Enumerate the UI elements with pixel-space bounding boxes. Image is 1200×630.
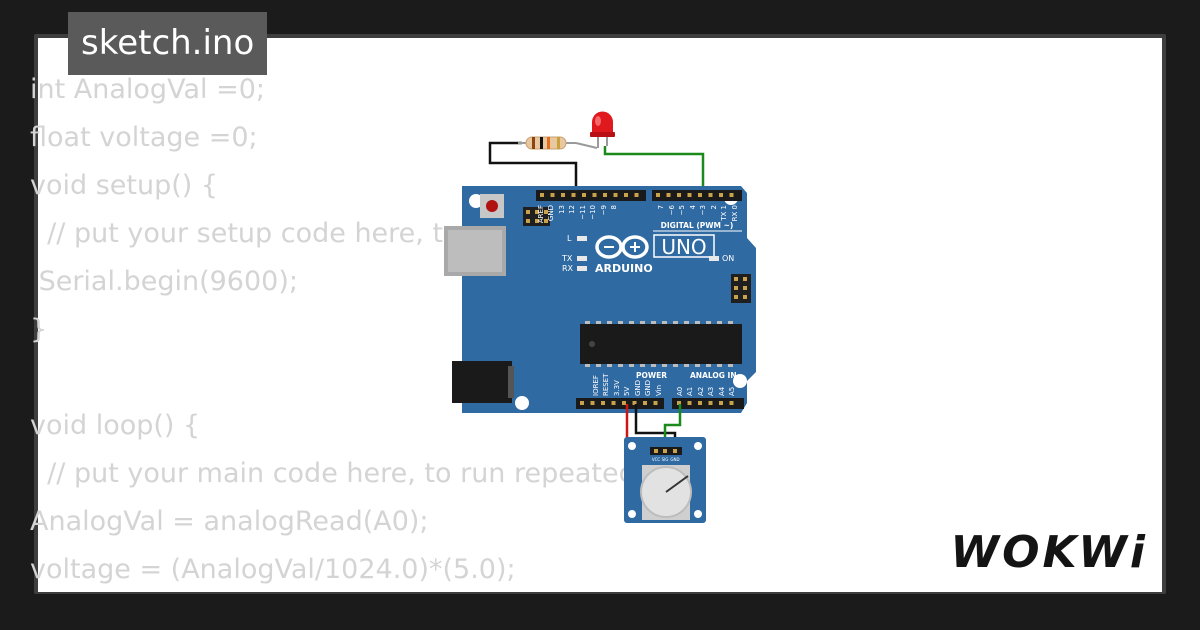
code-line: int AnalogVal =0; [30,74,265,105]
pin-label: ~9 [600,205,608,215]
analog-pin-label: A1 [686,387,694,396]
analog-pin-label: A3 [707,387,715,396]
analog-pin-label: A2 [697,387,705,396]
pin-label: 7 [657,205,665,209]
digital-header-right [652,190,742,201]
pin-label: 13 [558,205,566,214]
potentiometer[interactable]: VCC SIG GND [624,437,706,523]
digital-pwm-label: DIGITAL (PWM ~) [661,221,734,230]
power-label: POWER [636,371,667,380]
code-line: AnalogVal = analogRead(A0); [30,506,429,537]
microcontroller-chip [580,321,742,367]
code-line: float voltage =0; [30,122,258,153]
led-label-rx: RX [562,264,574,273]
board-model: UNO [661,235,706,259]
power-pin-label: RESET [602,373,610,396]
pin-label: ~6 [668,204,676,215]
pin-label: 8 [610,205,618,209]
code-line: } [30,314,48,345]
digital-header-left [536,190,646,201]
pin-label: ~3 [699,205,707,215]
pin-label: 2 [710,205,718,209]
pin-label: 12 [568,205,576,214]
pot-pin-gnd: GND [670,457,679,462]
pin-label: ~5 [678,205,686,215]
pin-label: AREF [537,205,545,223]
power-pin-label: GND [644,380,652,396]
pot-pin-sig: SIG [662,457,669,462]
on-label: ON [722,254,734,263]
pin-label: ~10 [589,205,597,220]
wire-black-gnd [488,141,578,194]
code-line: void setup() { [30,170,219,201]
power-pin-label: IOREF [592,375,600,396]
resistor[interactable] [518,136,598,150]
pin-label: 4 [689,204,697,209]
code-line: void loop() { [30,410,201,441]
arduino-logo [595,235,649,259]
pot-pin-vcc: VCC [652,457,661,462]
analog-header [672,398,744,409]
power-jack [452,361,512,403]
wire-green-pin3 [603,146,705,196]
wokwi-logo: WOKWi [950,527,1148,578]
filename-label: sketch.ino [81,23,255,63]
pin-label: RX 0 [731,205,739,221]
code-line: voltage = (AnalogVal/1024.0)*(5.0); [30,554,516,585]
power-pin-label: 5V [623,387,631,396]
power-pin-label: 3.3V [613,380,621,396]
power-pin-label: Vin [655,385,663,396]
led-red[interactable] [590,111,615,148]
led-label-l: L [567,234,572,243]
pin-label: TX 1 [720,205,728,222]
onboard-leds [577,236,719,271]
pin-label: ~11 [579,205,587,220]
code-line: Serial.begin(9600); [30,266,298,297]
analog-pin-label: A0 [676,387,684,396]
analog-pin-label: A5 [728,387,736,396]
board-brand: ARDUINO [595,262,653,275]
analog-pin-label: A4 [718,386,726,396]
power-pin-label: GND [634,380,642,396]
pin-label: GND [547,205,555,221]
analog-in-label: ANALOG IN [690,371,737,380]
power-header [576,398,664,409]
filename-tab[interactable]: sketch.ino [68,12,268,75]
reset-button[interactable] [480,194,504,218]
led-label-tx: TX [561,254,573,263]
